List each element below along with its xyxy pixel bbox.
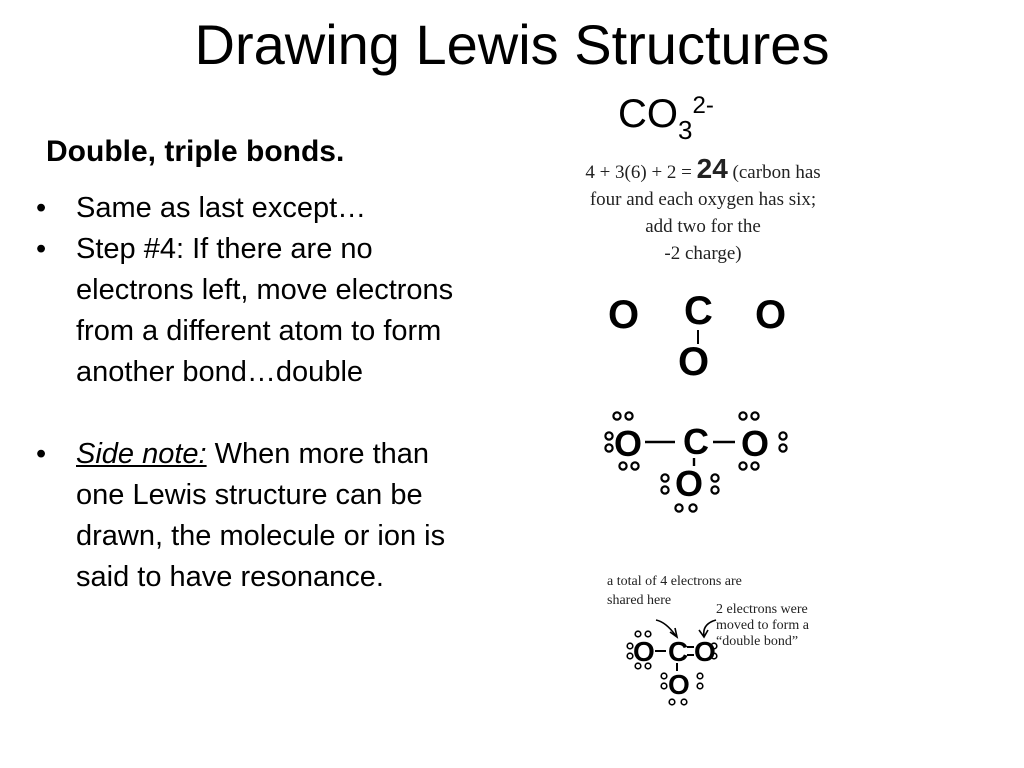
arrow-head (669, 627, 679, 639)
formula-co3: CO32- (618, 92, 714, 145)
count-line: four and each oxygen has six; (589, 189, 817, 210)
lewis-structure: O C O O (604, 411, 788, 513)
bullet-text: When more than one Lewis structure can b… (76, 438, 446, 593)
atom-oxygen-bottom: O (675, 463, 703, 504)
formula-base: CO (618, 92, 678, 136)
bullet-text: Step #4: If there are no electrons left,… (76, 233, 454, 388)
arrow-line (655, 619, 677, 637)
atom-oxygen-bottom: O (668, 669, 690, 700)
bullet-item: • Same as last except… (34, 188, 474, 229)
bullet-list: • Same as last except… • Step #4: If the… (34, 188, 474, 598)
atom-carbon: C (683, 421, 709, 462)
atom-oxygen-left: O (608, 293, 639, 337)
annotation-moved: 2 electrons were moved to form a “double… (716, 602, 809, 649)
subheading: Double, triple bonds. (46, 135, 345, 168)
formula-superscript: 2- (692, 92, 714, 119)
atom-carbon: C (684, 289, 713, 333)
bullet-item: • Side note: When more than one Lewis st… (34, 434, 474, 598)
double-bond-structure: O C O O (626, 619, 718, 706)
bullet-dot: • (36, 233, 47, 265)
skeleton-structure: O C O O (608, 289, 786, 380)
count-line: (carbon has (732, 162, 821, 183)
electron-count: 4 + 3(6) + 2 = 24 (carbon has four and e… (558, 155, 848, 267)
side-note-label: Side note: (76, 438, 207, 470)
curved-arrow-head (698, 629, 709, 639)
bullet-text: Same as last except… (76, 192, 367, 224)
atom-oxygen-right: O (755, 293, 786, 337)
atom-oxygen-bottom: O (678, 340, 709, 380)
atom-oxygen-right: O (741, 423, 769, 464)
annotation-shared: a total of 4 electrons are shared here (607, 574, 742, 608)
atom-oxygen-left: O (633, 636, 655, 667)
slide-title: Drawing Lewis Structures (194, 13, 830, 76)
bullet-item: • Step #4: If there are no electrons lef… (34, 229, 474, 393)
bullet-dot: • (36, 192, 47, 224)
atom-carbon: C (668, 636, 688, 667)
count-line: add two for the (645, 216, 761, 237)
bullet-dot: • (36, 438, 47, 470)
curved-arrow-line (702, 619, 717, 637)
count-line: -2 charge) (664, 243, 742, 264)
atom-oxygen-right: O (694, 636, 716, 667)
formula-subscript: 3 (678, 115, 693, 145)
count-equation: 4 + 3(6) + 2 = (585, 162, 692, 183)
atom-oxygen-left: O (614, 423, 642, 464)
count-total: 24 (696, 153, 728, 184)
